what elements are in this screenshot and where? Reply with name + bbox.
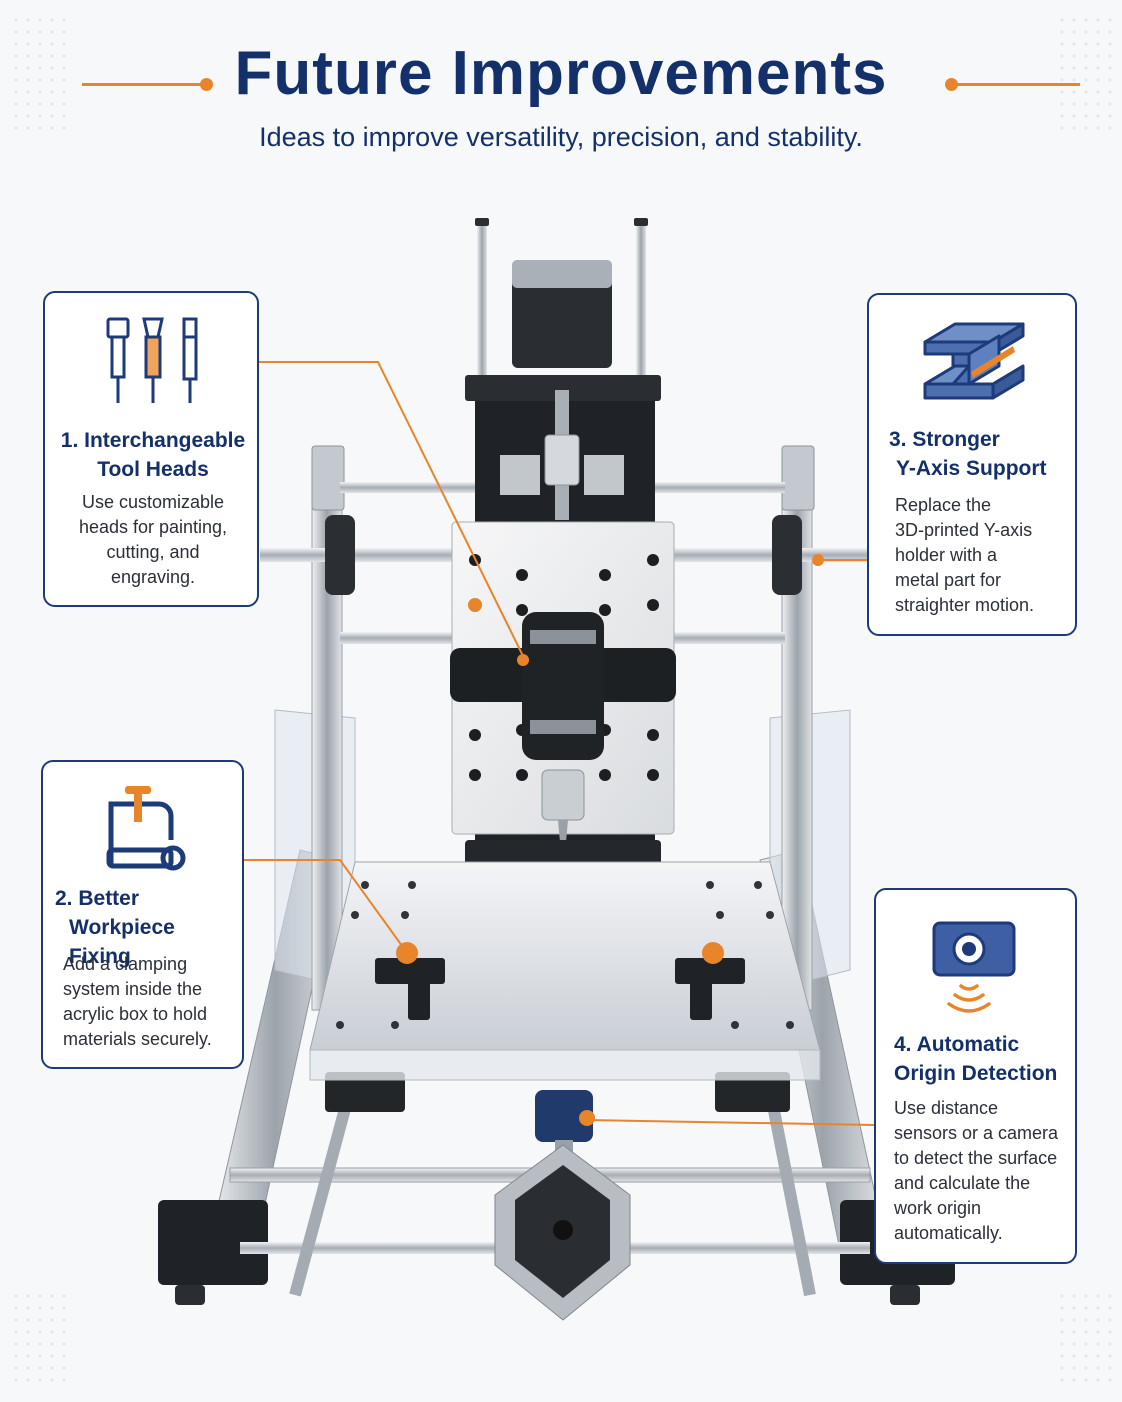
card-3-title-line-1: 3. Stronger: [889, 428, 1000, 451]
card-3-title-line-2: Y-Axis Support: [896, 457, 1047, 480]
card-4-desc-line: automatically.: [894, 1223, 1003, 1243]
y-axis-highlight-dot: [812, 554, 824, 566]
card-1-title-line-1: 1. Interchangeable: [60, 429, 246, 452]
card-1-title-line-2: Tool Heads: [97, 458, 209, 481]
card-3-desc-line: holder with a: [895, 545, 998, 565]
card-4-title-line-1: 4. Automatic: [894, 1033, 1020, 1056]
card-1-desc-line: cutting, and: [106, 542, 200, 562]
page-subtitle: Ideas to improve versatility, precision,…: [259, 122, 863, 152]
base-end-block-left: [158, 1200, 268, 1285]
z-rod-right: [636, 222, 646, 482]
card-4-desc-line: sensors or a camera: [894, 1123, 1059, 1143]
card-3-desc-line: straighter motion.: [895, 595, 1035, 615]
card-4-desc-line: Use distance: [894, 1098, 999, 1118]
card-3-desc-line: Replace the: [895, 495, 992, 515]
gantry-bracket-left: [311, 445, 345, 511]
spindle-bearing-2: [530, 720, 596, 734]
sensor-camera-icon: [932, 921, 1016, 1013]
z-slider-block-2: [584, 455, 624, 495]
card-1-desc-line: heads for painting,: [78, 517, 228, 537]
y-bearing-left: [325, 515, 355, 595]
foot-right: [890, 1285, 920, 1305]
dot-pattern-top-left: [10, 14, 70, 134]
title-dot-right: [945, 78, 958, 91]
dot-pattern-top-right: [1056, 14, 1116, 134]
clamp-icon: [106, 786, 186, 871]
i-beam-icon: [923, 322, 1025, 400]
dot-pattern-bottom-right: [1056, 1290, 1116, 1390]
y-bearing-right: [772, 515, 802, 595]
card-1-desc-line: engraving.: [110, 567, 196, 587]
card-2-desc-line: materials securely.: [63, 1029, 212, 1049]
z-rod-cap-left: [475, 218, 489, 226]
card-3-desc-line: 3D-printed Y-axis: [895, 520, 1033, 540]
gantry-bracket-right: [781, 445, 815, 511]
work-bed-edge: [309, 1049, 821, 1081]
carriage-block-left: [325, 1072, 405, 1112]
z-slider-block: [500, 455, 540, 495]
card-2-title-line-2: Workpiece Fixing: [69, 916, 175, 968]
tool-heads-icon: [106, 317, 198, 403]
page-title: Future Improvements: [234, 39, 888, 108]
z-rod-left: [477, 222, 487, 482]
card-4-desc-line: and calculate the: [894, 1173, 1031, 1193]
card-3-desc-line: metal part for: [895, 570, 1002, 590]
tool-head-highlight-dot: [468, 598, 482, 612]
x-motor-shaft: [553, 1220, 573, 1240]
spindle-chuck: [541, 769, 585, 821]
z-rod-cap-right: [634, 218, 648, 226]
foot-left: [175, 1285, 205, 1305]
z-stepper-cap: [512, 260, 612, 288]
dot-pattern-bottom-left: [10, 1290, 70, 1390]
card-4-desc-line: work origin: [894, 1198, 982, 1218]
card-2-desc-line: acrylic box to hold: [63, 1004, 208, 1024]
z-coupler: [544, 434, 580, 486]
title-rule-right: [956, 83, 1080, 86]
spindle-bearing: [530, 630, 596, 644]
clamp-right: [675, 942, 745, 1020]
title-rule-left: [82, 83, 206, 86]
y-rod-right: [764, 1088, 816, 1297]
y-rod-left: [289, 1088, 356, 1297]
card-2-desc-line: system inside the: [63, 979, 203, 999]
origin-sensor-highlight-dot: [579, 1110, 595, 1126]
card-4-title-line-2: Origin Detection: [894, 1062, 1058, 1085]
cnc-machine-illustration: [158, 218, 955, 1321]
card-4-desc-line: to detect the surface: [894, 1148, 1058, 1168]
title-dot-left: [200, 78, 213, 91]
card-2-desc-line: Add a clamping: [63, 954, 188, 974]
spindle-highlight-dot: [517, 654, 529, 666]
card-2-title-line-1: 2. Better: [55, 887, 140, 910]
carriage-block-right: [715, 1072, 790, 1112]
origin-sensor: [535, 1090, 593, 1142]
work-bed: [309, 861, 821, 1051]
card-1-desc-line: Use customizable: [81, 492, 225, 512]
